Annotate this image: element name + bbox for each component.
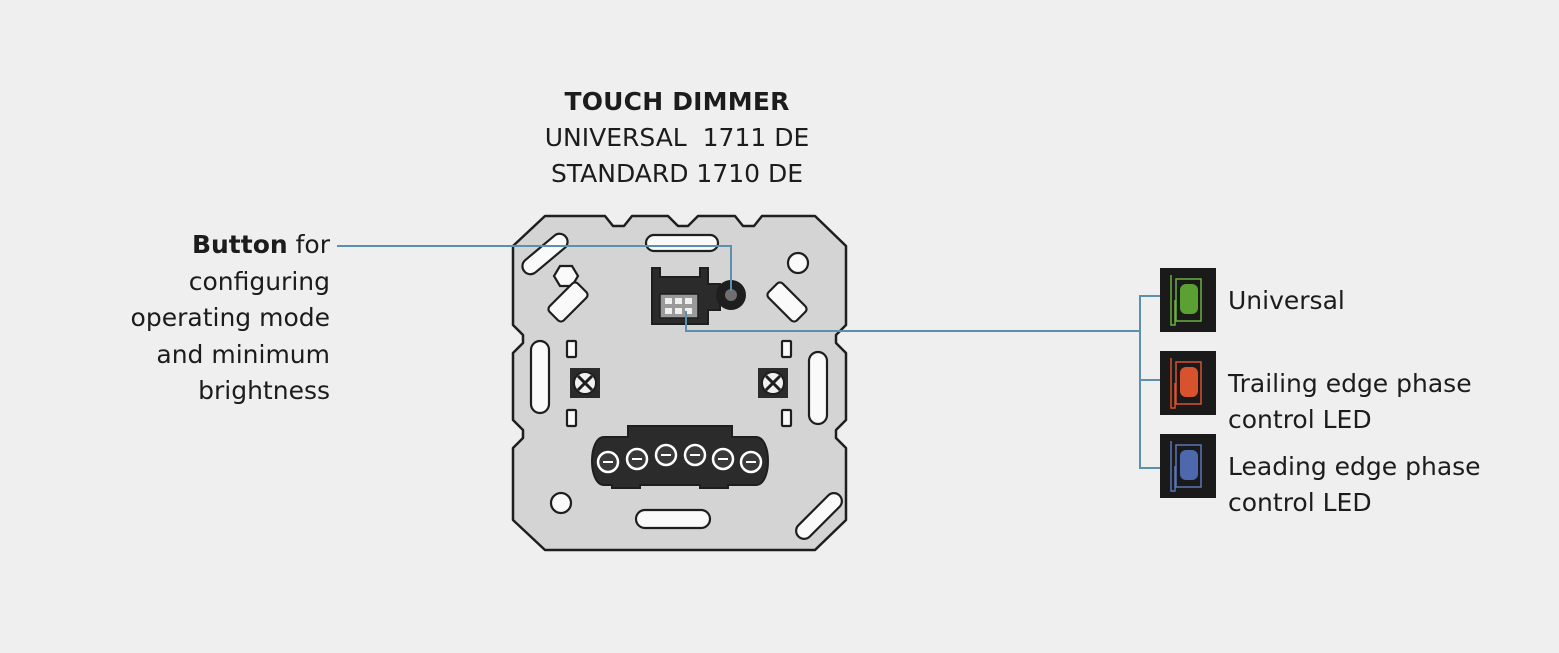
callout-rest: for xyxy=(287,230,330,259)
title-product: TOUCH DIMMER xyxy=(564,87,790,116)
legend-label-leading: Leading edge phase control LED xyxy=(1228,449,1548,521)
screw-right xyxy=(758,368,788,398)
slot-left-mid xyxy=(547,281,589,323)
hole-bottom-left xyxy=(549,491,573,515)
leader-legend-bracket xyxy=(1139,295,1160,469)
callout-line-2: operating mode xyxy=(130,303,330,332)
hole-top-right xyxy=(786,251,810,275)
button-callout-label: Button for configuring operating mode an… xyxy=(60,227,330,410)
config-button xyxy=(716,280,746,310)
legend-trailing-line2: control LED xyxy=(1228,405,1372,434)
legend-led-universal xyxy=(1160,268,1216,332)
device-title: TOUCH DIMMER UNIVERSAL 1711 DE STANDARD … xyxy=(540,84,814,192)
slot-right-vertical xyxy=(807,350,829,426)
callout-line-1: configuring xyxy=(188,266,330,296)
callout-line-4: brightness xyxy=(198,376,330,405)
slot-right-mid xyxy=(766,281,808,323)
legend-label-universal: Universal xyxy=(1228,283,1548,319)
title-variant-universal: UNIVERSAL 1711 DE xyxy=(544,123,810,152)
slot-bottom-center xyxy=(634,508,712,530)
top-connector xyxy=(651,267,721,325)
slot-bottom-right xyxy=(795,492,843,540)
legend-universal-line1: Universal xyxy=(1228,286,1345,315)
slot-left-vertical xyxy=(529,339,551,415)
title-variant-standard: STANDARD 1710 DE xyxy=(550,159,804,188)
legend-leading-line1: Leading edge phase xyxy=(1228,452,1481,481)
callout-line-3: and minimum xyxy=(156,339,330,369)
callout-bold-word: Button xyxy=(191,230,288,259)
slot-top-center xyxy=(644,233,720,253)
legend-leading-line2: control LED xyxy=(1228,488,1372,517)
screw-left xyxy=(570,368,600,398)
legend-label-trailing: Trailing edge phase control LED xyxy=(1228,366,1548,438)
terminal-block xyxy=(591,425,769,489)
slot-top-left xyxy=(521,232,569,276)
legend-led-leading xyxy=(1160,434,1216,498)
legend-led-trailing xyxy=(1160,351,1216,415)
leader-button xyxy=(337,245,732,291)
legend-trailing-line1: Trailing edge phase xyxy=(1228,369,1472,398)
leader-led xyxy=(685,311,1140,332)
